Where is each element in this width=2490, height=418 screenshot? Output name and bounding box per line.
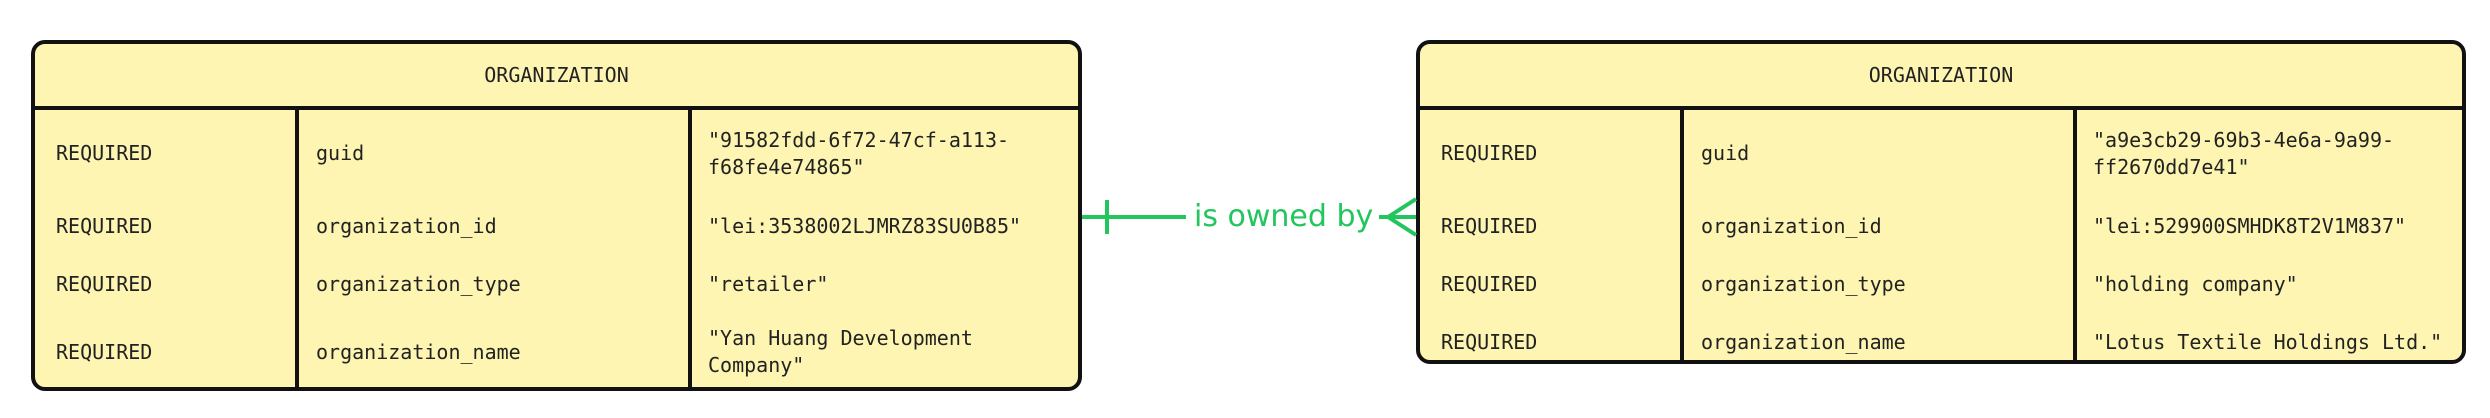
field-name-cell: organization_type [316,271,521,296]
value-cell: "lei:529900SMHDK8T2V1M837" [2093,213,2407,238]
entity-organization-left: ORGANIZATION REQUIRED guid "91582fdd-6f7… [31,40,1082,391]
constraint-cell: REQUIRED [56,141,153,165]
entity-rows: REQUIRED guid "a9e3cb29-69b3-4e6a-9a99-f… [1420,110,2462,360]
column-divider [295,110,299,387]
constraint-cell: REQUIRED [1441,271,1538,296]
field-name-cell: guid [316,141,365,165]
entity-row-organization-name: REQUIRED organization_name "Lotus Textil… [1420,313,2462,360]
value-cell: "lei:3538002LJMRZ83SU0B85" [708,213,1022,238]
field-name-cell: organization_id [1701,213,1882,238]
field-name-cell: guid [1701,141,1750,165]
entity-row-organization-id: REQUIRED organization_id "lei:529900SMHD… [1420,197,2462,255]
column-divider [1680,110,1684,360]
constraint-cell: REQUIRED [1441,213,1538,238]
column-divider [2073,110,2077,360]
entity-row-guid: REQUIRED guid "a9e3cb29-69b3-4e6a-9a99-f… [1420,110,2462,197]
value-cell: "a9e3cb29-69b3-4e6a-9a99-ff2670dd7e41" [2093,127,2395,179]
value-cell: "Lotus Textile Holdings Ltd." [2093,329,2443,354]
entity-title: ORGANIZATION [35,44,1078,110]
entity-row-organization-id: REQUIRED organization_id "lei:3538002LJM… [35,197,1078,255]
relationship-label: is owned by [1188,197,1380,237]
field-name-cell: organization_name [316,339,521,364]
value-cell: "91582fdd-6f72-47cf-a113-f68fe4e74865" [708,127,1010,179]
entity-rows: REQUIRED guid "91582fdd-6f72-47cf-a113-f… [35,110,1078,387]
constraint-cell: REQUIRED [56,213,153,238]
entity-row-organization-name: REQUIRED organization_name "Yan Huang De… [35,313,1078,387]
entity-organization-right: ORGANIZATION REQUIRED guid "a9e3cb29-69b… [1416,40,2466,364]
constraint-cell: REQUIRED [56,271,153,296]
value-cell: "holding company" [2093,271,2298,296]
field-name-cell: organization_type [1701,271,1906,296]
column-divider [688,110,692,387]
constraint-cell: REQUIRED [56,339,153,364]
field-name-cell: organization_id [316,213,497,238]
crows-foot-many-icon [1386,197,1418,237]
entity-row-guid: REQUIRED guid "91582fdd-6f72-47cf-a113-f… [35,110,1078,197]
entity-row-organization-type: REQUIRED organization_type "holding comp… [1420,255,2462,313]
field-name-cell: organization_name [1701,329,1906,354]
entity-title: ORGANIZATION [1420,44,2462,110]
entity-row-organization-type: REQUIRED organization_type "retailer" [35,255,1078,313]
constraint-cell: REQUIRED [1441,329,1538,354]
constraint-cell: REQUIRED [1441,141,1538,165]
value-cell: "Yan Huang Development Company" [708,326,973,377]
value-cell: "retailer" [708,271,829,296]
